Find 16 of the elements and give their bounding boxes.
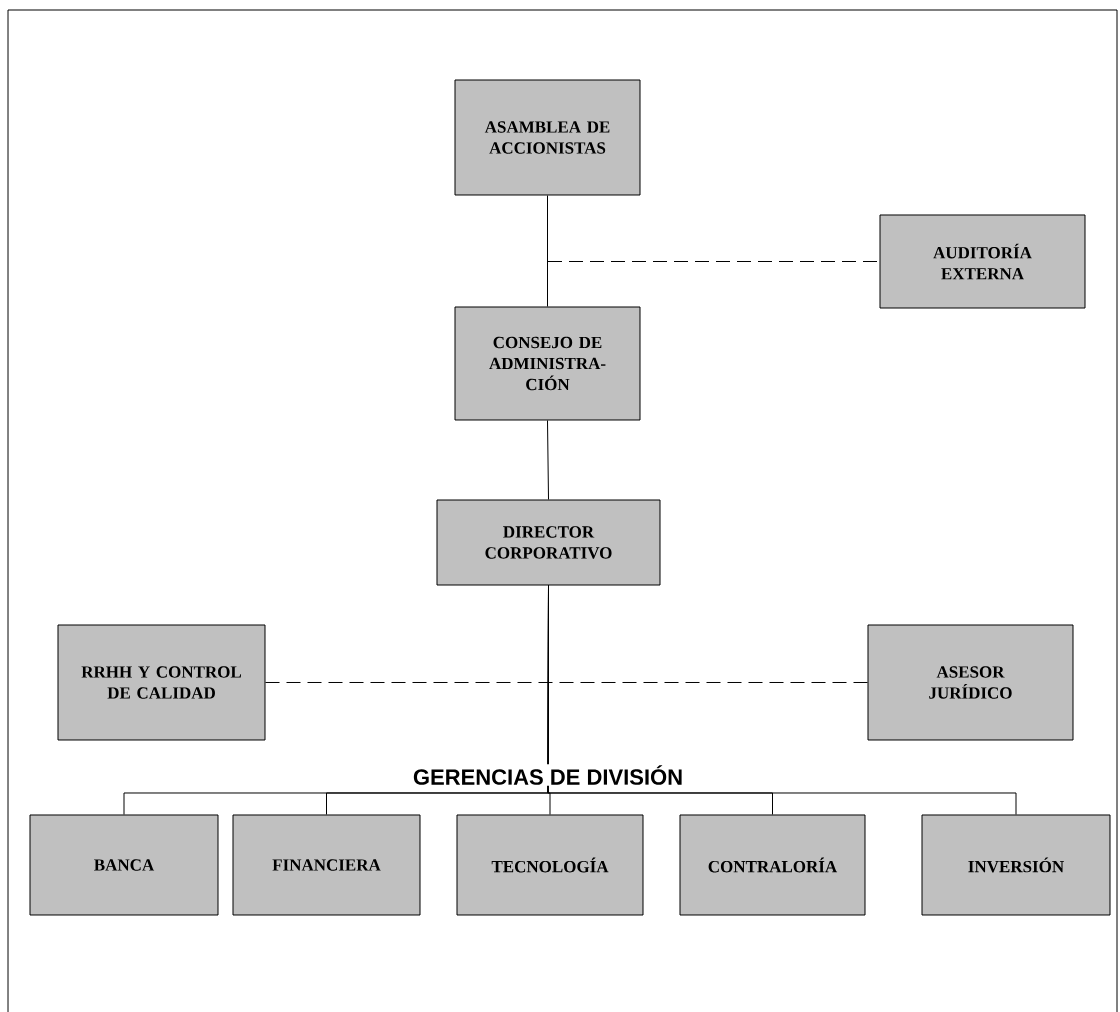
org-box: CONSEJO DE ADMINISTRA- CIÓN — [454, 306, 641, 421]
org-box: AUDITORÍA EXTERNA — [879, 214, 1086, 309]
org-box: FINANCIERA — [232, 814, 421, 916]
org-box: DIRECTOR CORPORATIVO — [436, 499, 661, 586]
org-box: BANCA — [29, 814, 219, 916]
org-box: CONTRALORÍA — [679, 814, 866, 916]
connector-line — [547, 585, 1017, 815]
org-box: INVERSIÓN — [921, 814, 1111, 916]
connector-line — [547, 420, 549, 500]
org-box: ASAMBLEA DE ACCIONISTAS — [454, 79, 641, 196]
connector-line — [547, 195, 548, 307]
org-box: TECNOLOGÍA — [456, 814, 644, 916]
section-heading: GERENCIAS DE DIVISIÓN — [411, 764, 685, 786]
org-box: RRHH Y CONTROL DE CALIDAD — [57, 624, 266, 741]
connector-line — [265, 682, 868, 683]
org-box: ASESOR JURÍDICO — [867, 624, 1074, 741]
